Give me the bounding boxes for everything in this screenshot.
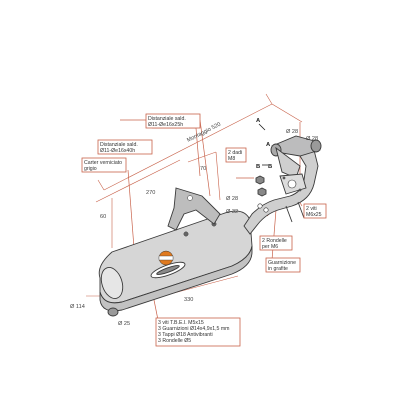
- brand-logo: [158, 250, 174, 266]
- dimension-114: Ø 114: [70, 304, 85, 310]
- callout-text: per M6: [262, 244, 278, 250]
- dimension-28-mid: Ø 28: [226, 196, 238, 202]
- callout-text: 3 Rondelle Ø5: [158, 338, 191, 344]
- callout-distanziale-40: Distanziale sald. Ø11-Øe16x40h: [97, 139, 153, 155]
- callout-text: Distanziale sald.: [100, 142, 138, 148]
- callout-text: 3 Tappi Ø18 Antivibranti: [158, 332, 213, 338]
- callout-guarnizione: Guarnizione in grafite: [265, 257, 301, 273]
- dimension-25: Ø 25: [118, 321, 130, 327]
- hardware: [255, 175, 305, 223]
- marker-a-bottom: A: [266, 142, 271, 148]
- dimension-270: 270: [146, 190, 155, 196]
- marker-b-left: B: [256, 164, 260, 170]
- marker-b-right: B: [268, 164, 272, 170]
- header-pipe: [243, 135, 322, 235]
- muffler: [98, 210, 253, 317]
- callout-text: Carter verniciato: [84, 160, 122, 166]
- callout-text: Ø11-Øe16x40h: [100, 148, 135, 154]
- callout-text: 2 viti: [306, 206, 317, 212]
- dimension-32: Ø 32: [226, 209, 238, 215]
- callout-dadi: 2 dadi M8: [225, 147, 247, 163]
- callout-text: Guarnizione: [268, 260, 296, 266]
- callout-rondelle: 2 Rondelle per M6: [259, 235, 293, 251]
- section-markers: A A B B: [256, 118, 272, 170]
- marker-a-top: A: [256, 118, 261, 124]
- dimension-28-top: Ø 28: [286, 129, 298, 135]
- callout-text: in grafite: [268, 266, 288, 272]
- callout-carter: Carter verniciato grigio: [81, 157, 127, 173]
- callout-distanziale-25: Distanziale sald. Ø11-Øe16x25h: [145, 113, 201, 129]
- callout-text: M6x25: [306, 212, 322, 218]
- callout-kit: 3 viti T.B.E.I. M5x15 3 Guarnizioni Ø14x…: [155, 317, 241, 347]
- callout-text: 3 Guarnizioni Ø14x4,9x1,5 mm: [158, 326, 230, 332]
- dimension-330: 330: [184, 297, 193, 303]
- callout-text: 2 dadi: [228, 150, 242, 156]
- callout-text: 2 Rondelle: [262, 238, 287, 244]
- callout-text: Ø11-Øe16x25h: [148, 122, 183, 128]
- callout-text: M8: [228, 156, 235, 162]
- callout-text: grigio: [84, 166, 97, 172]
- dimension-28-right: Ø 28: [306, 136, 318, 142]
- callout-text: 3 viti T.B.E.I. M5x15: [158, 320, 204, 326]
- mount-bracket: [167, 187, 221, 231]
- callout-viti: 2 viti M6x25: [303, 203, 327, 219]
- dimension-60: 60: [100, 214, 106, 220]
- dimension-70: 70: [200, 166, 206, 172]
- callout-text: Distanziale sald.: [148, 116, 186, 122]
